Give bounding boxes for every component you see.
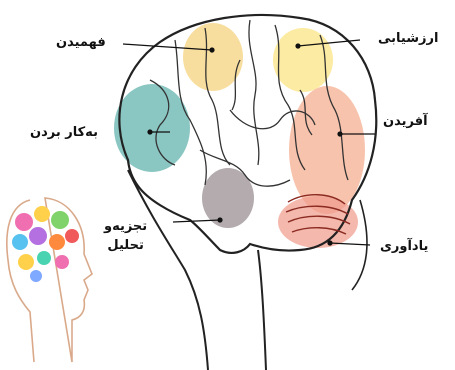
region-evaluating (273, 28, 333, 92)
label-analyzing: تجزیه‌و تحلیل (104, 217, 147, 255)
region-understanding (183, 23, 243, 91)
label-analyzing-line2: تحلیل (104, 236, 147, 255)
label-analyzing-line1: تجزیه‌و (104, 217, 147, 236)
region-applying (114, 84, 190, 172)
label-evaluating: ارزشیابی (378, 30, 438, 48)
label-understanding: فهمیدن (56, 34, 106, 52)
label-applying: به‌کار بردن (30, 124, 98, 142)
colorful-head-icon (7, 198, 92, 362)
label-creating: آفریدن (383, 113, 428, 131)
label-remembering: یادآوری (380, 238, 428, 256)
region-creating (289, 86, 365, 214)
